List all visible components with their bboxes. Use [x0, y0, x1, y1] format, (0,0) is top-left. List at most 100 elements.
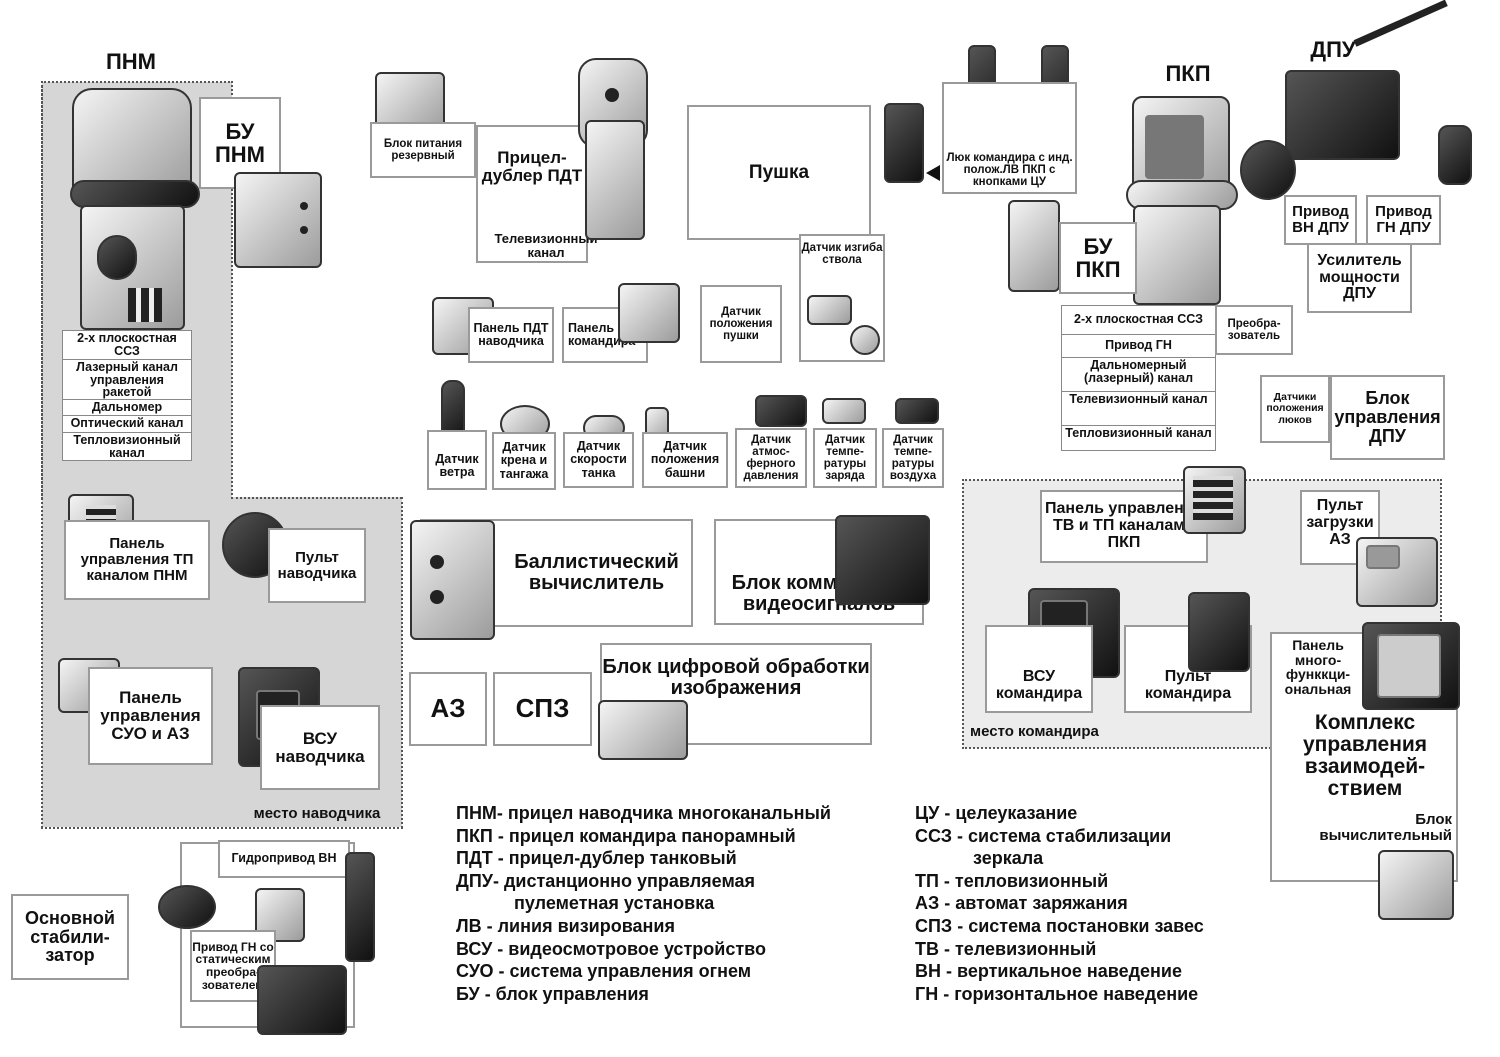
sensor-box: Датчик темпе- ратуры воздуха [882, 428, 944, 488]
gunner-console-label: Пульт наводчика [268, 528, 366, 603]
ballistic-connector [430, 590, 444, 604]
gun-bend-sensor-ring [850, 325, 880, 355]
legend-item: ГН - горизонтальное наведение [915, 983, 1199, 1004]
dpu-title: ДПУ [1310, 37, 1356, 62]
pkp-sight-body [1133, 205, 1221, 305]
legend-item: ДПУ- дистанционно управляемая [456, 870, 756, 891]
bu-pkp-device [1008, 200, 1060, 292]
pkp-channel-item: Тепловизионный канал [1065, 426, 1212, 440]
legend-item: ТВ - телевизионный [915, 938, 1097, 959]
pnm-channel-item: 2-х плоскостная ССЗ [63, 331, 191, 360]
dpu-gn-motor [1438, 125, 1472, 185]
bu-pnm-connector [300, 226, 308, 234]
ballistic-connector [430, 555, 444, 569]
charge-temp-sensor-device [822, 398, 866, 424]
converter-label: Преобра- зователь [1215, 305, 1293, 355]
computer-label: Блок вычислительный [1319, 811, 1452, 844]
legend-item: ЛВ - линия визирования [456, 915, 675, 936]
legend-item: ВН - вертикальное наведение [915, 961, 1182, 982]
hatch-side-device [884, 103, 924, 183]
digital-block-device [598, 700, 688, 760]
vsu-commander-label: ВСУ командира [985, 625, 1093, 713]
bu-pkp-label: БУ ПКП [1059, 222, 1137, 294]
legend-item: ТП - тепловизионный [915, 870, 1109, 891]
suo-panel-label: Панель управления СУО и АЗ [88, 667, 213, 765]
pnm-channel-item: Оптический канал [63, 416, 191, 433]
bu-pnm-connector [300, 202, 308, 210]
pkp-channel-item: 2-х плоскостная ССЗ [1062, 306, 1215, 335]
az-load-label: Пульт загрузки АЗ [1300, 490, 1380, 565]
legend-item: АЗ - автомат заряжания [915, 893, 1128, 914]
sensor-box: Датчик темпе- ратуры заряда [813, 428, 877, 488]
sensor-box: Датчик скорости танка [563, 432, 634, 488]
air-temp-sensor-device [895, 398, 939, 424]
pdt-commander-panel-device [618, 283, 680, 343]
reserve-power-label: Блок питания резервный [370, 122, 476, 178]
gun-bend-sensor-device [807, 295, 852, 325]
pnm-sight-head [72, 88, 192, 198]
hatch-label: Люк командира с инд. полож.ЛВ ПКП с кноп… [946, 151, 1073, 188]
hydro-device [345, 852, 375, 962]
tv-tp-panel-label: Панель управления ТВ и ТП каналами ПКП [1040, 490, 1208, 563]
gunner-zone-dotted-bottom [41, 827, 403, 829]
legend-item: ССЗ - система стабилизации [915, 825, 1172, 846]
pnm-sight-buttons [128, 288, 162, 322]
commander-place-label: место командира [970, 723, 1099, 740]
pdt-sight-label: Прицел-дублер ПДТ [476, 125, 588, 263]
pnm-channel-list: 2-х плоскостная ССЗ Лазерный канал управ… [62, 330, 192, 461]
gunner-zone-dotted-left [41, 81, 43, 828]
sensor-box: Датчик крена и тангажа [492, 432, 556, 490]
legend-item: пулеметная установка [514, 893, 715, 914]
pnm-channel-item: Тепловизионный канал [73, 433, 181, 460]
legend-item: ВСУ - видеосмотровое устройство [456, 938, 766, 959]
legend-item: ПДТ - прицел-дублер танковый [456, 848, 737, 869]
pdt-tv-channel-label: Телевизионный канал [494, 231, 598, 260]
gunner-zone-dotted-right [401, 497, 403, 828]
pnm-title: ПНМ [105, 49, 157, 74]
legend-item: СПЗ - система постановки завес [915, 915, 1204, 936]
legend-item: ПКП - прицел командира панорамный [456, 825, 796, 846]
az-label: АЗ [409, 672, 487, 746]
video-switch-device [835, 515, 930, 605]
gn-motor-device [158, 885, 216, 929]
hatch-sensors-label: Датчики положения люков [1260, 375, 1330, 443]
tv-tp-panel-buttons [1193, 476, 1233, 520]
commander-console-device [1188, 592, 1250, 672]
complex-label: Комплекс управления взаимодей- ствием [1302, 711, 1428, 801]
tp-panel-label: Панель управления ТП каналом ПНМ [64, 520, 210, 600]
dpu-vn-drive-label: Привод ВН ДПУ [1284, 195, 1357, 245]
hydro-label: Гидропривод ВН [218, 840, 350, 878]
ballistic-computer-device [410, 520, 495, 640]
dpu-gn-drive-label: Привод ГН ДПУ [1366, 195, 1441, 245]
legend-item: ПНМ- прицел наводчика многоканальный [456, 803, 831, 823]
pkp-channel-item: Телевизионный канал [1062, 392, 1215, 426]
legend-left: ПНМ- прицел наводчика многоканальный ПКП… [456, 802, 831, 1005]
gunner-zone-dotted-step [231, 497, 402, 499]
pdt-gunner-panel-label: Панель ПДТ наводчика [468, 307, 554, 363]
stabilizer-label: Основной стабили- затор [11, 894, 129, 980]
legend-item: БУ - блок управления [456, 983, 649, 1004]
pnm-sight-window [97, 235, 137, 280]
legend-item: зеркала [973, 848, 1044, 869]
hatch-arrow [926, 165, 940, 181]
bu-pnm-device [234, 172, 322, 268]
pressure-sensor-device [755, 395, 807, 427]
vsu-gunner-label: ВСУ наводчика [260, 705, 380, 790]
multi-panel-label: Панель много- функкци- ональная [1284, 637, 1352, 698]
legend-item: ЦУ - целеуказание [915, 803, 1078, 823]
pkp-channel-list: 2-х плоскостная ССЗ Привод ГН Дальномерн… [1061, 305, 1216, 451]
legend-item: СУО - система управления огнем [456, 961, 752, 982]
dpu-amplifier-label: Усилитель мощности ДПУ [1307, 243, 1412, 313]
digital-block-label: Блок цифровой обработки изображения [600, 643, 872, 745]
pkp-title: ПКП [1165, 61, 1211, 86]
hatch-box: Люк командира с инд. полож.ЛВ ПКП с кноп… [942, 82, 1077, 194]
pkp-sight-window [1145, 115, 1204, 179]
sensor-box: Датчик атмос- ферного давления [735, 428, 807, 488]
ballistic-computer-label: Баллистический вычислитель [420, 519, 693, 627]
dpu-mount-device [1285, 70, 1400, 160]
dpu-barrel [1353, 0, 1448, 47]
pnm-sight-collar [70, 180, 200, 208]
dpu-vn-motor [1240, 140, 1296, 200]
dpu-control-label: Блок управления ДПУ [1330, 375, 1445, 460]
pkp-channel-item: Привод ГН [1062, 335, 1215, 358]
